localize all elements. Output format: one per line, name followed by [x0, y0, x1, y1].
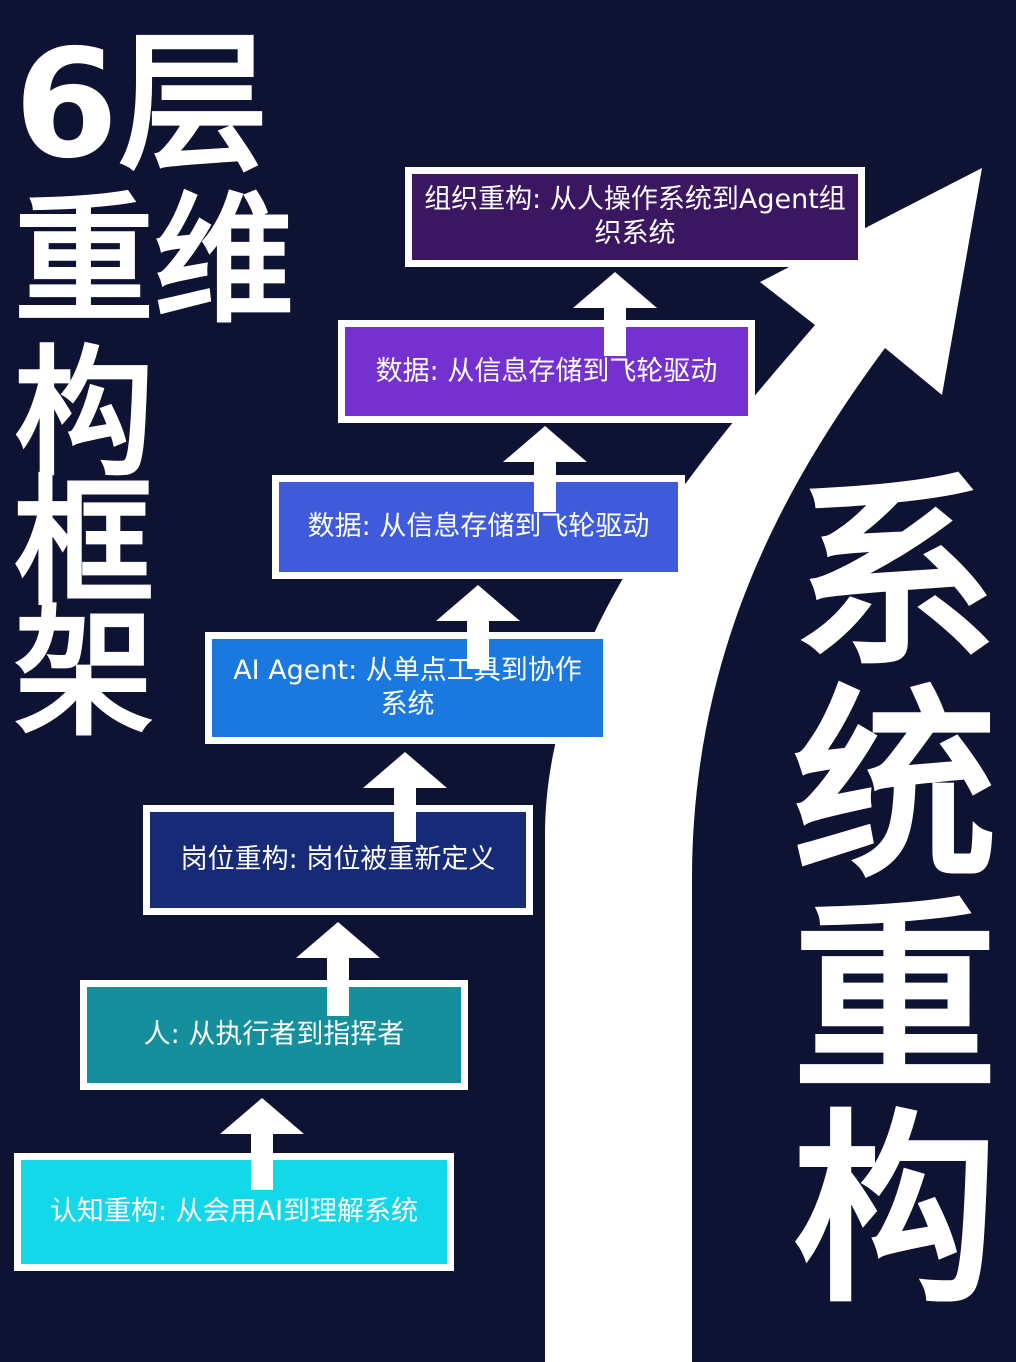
step-3-role: 岗位重构: 岗位被重新定义 [143, 805, 533, 915]
title-left-line4: 框 [14, 463, 155, 626]
big-rising-arrow-shape [545, 168, 982, 1362]
title-left-line1: 6层 [14, 18, 269, 192]
step-5-data: 数据: 从信息存储到飞轮驱动 [272, 475, 685, 579]
title-left-line5: 架 [14, 593, 155, 756]
step-2-label: 人: 从执行者到指挥者 [143, 1019, 405, 1050]
step-1-cognitive: 认知重构: 从会用AI到理解系统 [14, 1153, 454, 1271]
title-right-char-4: 构 [792, 1093, 998, 1331]
title-right: 系 统 重 构 [780, 470, 1010, 1318]
title-right-char-1: 系 [792, 457, 998, 695]
step-2-people: 人: 从执行者到指挥者 [80, 980, 468, 1090]
title-left-line3: 构 [14, 333, 155, 496]
step-1-label: 认知重构: 从会用AI到理解系统 [49, 1196, 419, 1227]
step-6-data: 数据: 从信息存储到飞轮驱动 [338, 320, 755, 423]
step-5-label: 数据: 从信息存储到飞轮驱动 [307, 511, 650, 542]
step-7-organization: 组织重构: 从人操作系统到Agent组织系统 [405, 167, 865, 267]
step-6-label: 数据: 从信息存储到飞轮驱动 [375, 355, 718, 387]
step-7-label: 组织重构: 从人操作系统到Agent组织系统 [424, 184, 846, 249]
step-4-ai-agent: AI Agent: 从单点工具到协作系统 [205, 632, 610, 744]
step-4-label: AI Agent: 从单点工具到协作系统 [233, 655, 582, 720]
title-right-char-2: 统 [792, 669, 998, 907]
title-right-char-3: 重 [792, 881, 998, 1119]
step-3-label: 岗位重构: 岗位被重新定义 [180, 844, 496, 875]
title-left-line2: 重维 [14, 180, 295, 343]
